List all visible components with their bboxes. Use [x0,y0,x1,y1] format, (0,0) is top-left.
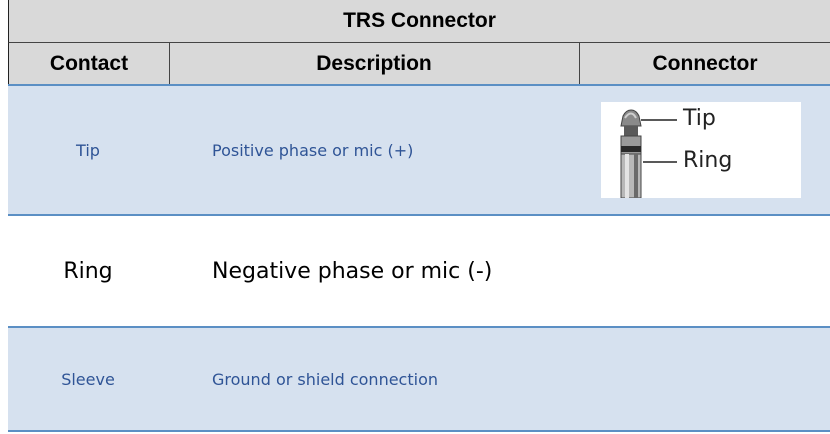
connector-label-ring: Ring [683,148,733,173]
contact-tip: Tip [76,140,100,160]
description-tip: Positive phase or mic (+) [212,140,414,160]
trs-plug-image: Tip Ring [601,102,801,198]
contact-sleeve: Sleeve [61,369,115,389]
description-sleeve: Ground or shield connection [212,369,438,389]
trs-plug-icon [620,109,677,198]
description-ring: Negative phase or mic (-) [212,258,493,284]
table-title-text: TRS Connector [343,9,496,32]
header-description: Description [169,43,580,84]
table-title: TRS Connector [8,0,830,42]
table-row-ring: Ring Negative phase or mic (-) [8,214,830,326]
header-contact: Contact [9,43,170,84]
contact-ring: Ring [63,258,113,284]
connector-label-tip: Tip [683,106,716,131]
table-header-row: Contact Description Connector [8,42,830,84]
connector-cell: Tip Ring [600,86,802,214]
table-row-sleeve: Sleeve Ground or shield connection [8,326,830,432]
table-row-tip: Tip Positive phase or mic (+) Tip [8,84,830,214]
header-connector: Connector [652,51,758,75]
